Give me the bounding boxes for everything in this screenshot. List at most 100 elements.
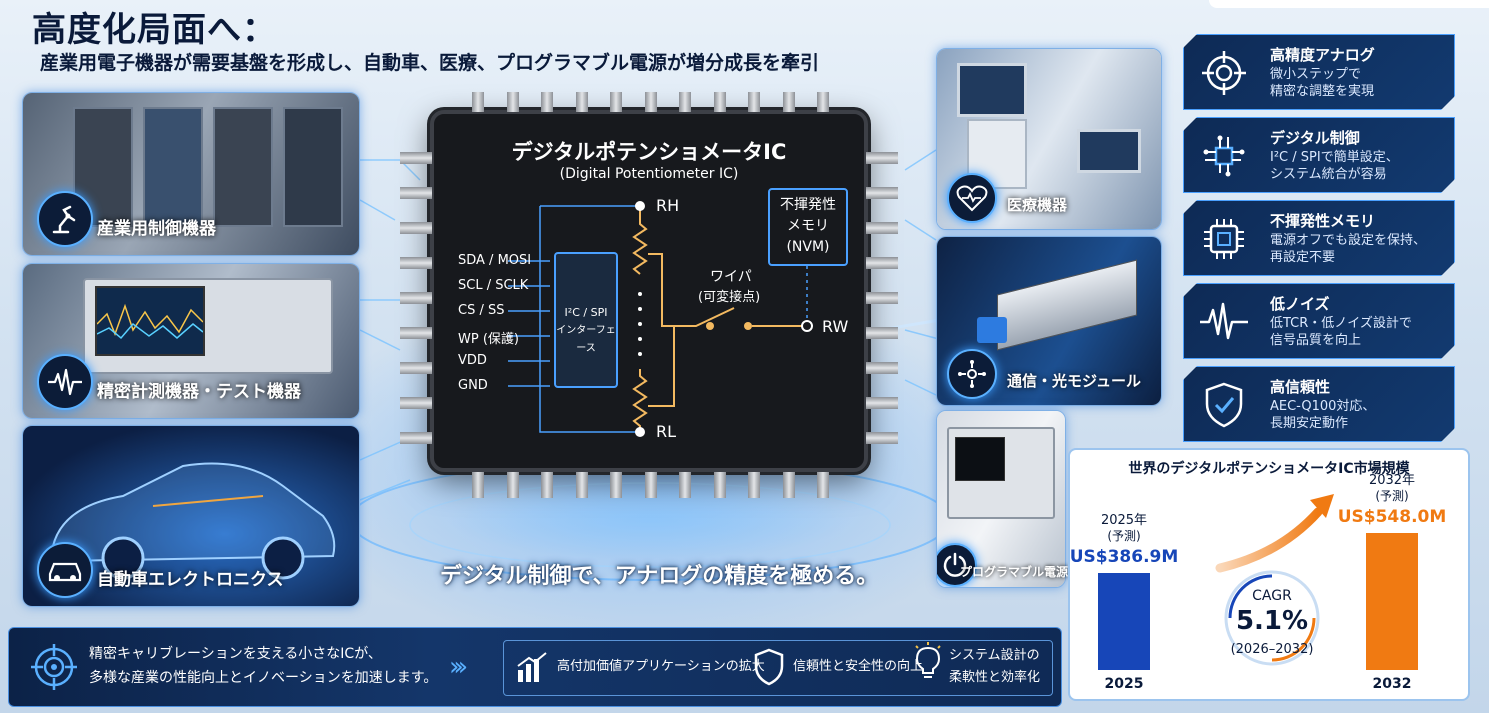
- feature-card: 低ノイズ低TCR・低ノイズ設計で信号品質を向上: [1183, 283, 1455, 359]
- growth-arrow: [1215, 494, 1334, 666]
- chip-pin: [472, 92, 484, 112]
- signal-label: CS / SS: [458, 303, 505, 318]
- industrial-cabinet-scene: [23, 93, 359, 255]
- panel-industrial-control: 産業用制御機器: [22, 92, 360, 256]
- chip-pin: [400, 222, 432, 234]
- feature-desc: 微小ステップで精密な調整を実現: [1270, 66, 1374, 100]
- chip-pin: [400, 152, 432, 164]
- signal-label: WP (保護): [458, 332, 519, 347]
- nvm-block: 不揮発性 メモリ (NVM): [768, 188, 848, 266]
- chip-pin: [506, 472, 519, 498]
- chip-pin: [472, 472, 484, 498]
- page-title: 高度化局面へ：: [32, 10, 277, 50]
- bottom-banner: 精密キャリブレーションを支える小さなICが、 多様な産業の性能向上とイノベーショ…: [8, 627, 1062, 707]
- bar-note: (予測): [1107, 529, 1141, 544]
- chip-pin: [400, 397, 432, 409]
- panel-automotive: 自動車エレクトロニクス: [22, 425, 360, 607]
- signal-label: VDD: [458, 353, 487, 368]
- panel-label: 医療機器: [1007, 196, 1068, 214]
- network-icon: [947, 349, 997, 399]
- bar-value-label: US$386.9M: [1069, 547, 1179, 568]
- chip-pin: [866, 327, 898, 339]
- nvm-line3: (NVM): [786, 239, 830, 255]
- chip-pin: [866, 292, 898, 304]
- bar-axis-label: 2025: [1104, 676, 1144, 692]
- signal-label: SCL / SCLK: [458, 278, 529, 293]
- panel-optical: 通信・光モジュール: [936, 236, 1162, 406]
- chip-pin: [400, 292, 432, 304]
- panel-label: 通信・光モジュール: [1007, 372, 1141, 390]
- feature-desc-line1: 低TCR・低ノイズ設計で: [1270, 316, 1412, 331]
- chip-pin: [400, 362, 432, 374]
- chip-icon: [1198, 213, 1250, 265]
- chip-pin: [866, 362, 898, 374]
- panel-label: 産業用制御機器: [97, 219, 216, 239]
- chip-circuit: [508, 201, 813, 437]
- panel-power-supply: [936, 410, 1066, 588]
- wiper-label: ワイパ: [710, 269, 752, 285]
- bottom-line1: 精密キャリブレーションを支える小さなICが、: [89, 646, 382, 662]
- panel-label: プログラマブル電源: [960, 565, 1069, 579]
- bar-chart-icon: [515, 650, 549, 688]
- feature-desc-line2: 長期安定動作: [1270, 416, 1349, 431]
- panel-medical: 医療機器: [936, 48, 1162, 230]
- rh-label: RH: [656, 196, 680, 215]
- bottom-highlight-box: [503, 640, 1053, 696]
- feature-card: 高精度アナログ微小ステップで精密な調整を実現: [1183, 34, 1455, 110]
- target-icon: [29, 642, 79, 692]
- signal-label: GND: [458, 378, 488, 393]
- feature-title: 高信頼性: [1270, 378, 1331, 396]
- chip-pin: [400, 257, 432, 269]
- waveform-icon: [1198, 296, 1250, 348]
- chip-pin: [782, 472, 795, 498]
- bar-year-label: 2032年: [1368, 473, 1416, 489]
- bottom-line2: 多様な産業の性能向上とイノベーションを加速します。: [89, 670, 438, 686]
- feature-title: デジタル制御: [1270, 129, 1360, 147]
- chip-subtitle: (Digital Potentiometer IC): [559, 166, 739, 182]
- interface-line2: インターフェース: [556, 325, 616, 354]
- rw-label: RW: [822, 317, 849, 336]
- feature-desc: 電源オフでも設定を保持、再設定不要: [1270, 232, 1426, 266]
- chip-title: デジタルポテンショメータIC: [511, 140, 787, 164]
- chip-pin: [866, 432, 898, 444]
- chip-pin: [644, 92, 657, 112]
- lightbulb-icon: [913, 642, 943, 686]
- interface-line1: I²C / SPI: [564, 306, 608, 319]
- chip-pin: [713, 92, 726, 112]
- panel-label: 自動車エレクトロニクス: [97, 570, 284, 590]
- chip-pin: [644, 472, 657, 498]
- feature-desc-line1: 電源オフでも設定を保持、: [1270, 233, 1427, 248]
- feature-desc-line2: 信号品質を向上: [1270, 333, 1362, 348]
- signal-label: SDA / MOSI: [458, 253, 532, 268]
- cagr-label: CAGR: [1252, 588, 1292, 604]
- shield-icon: [753, 648, 785, 690]
- heart-pulse-icon: [947, 173, 997, 223]
- bar-year-label: 2025年: [1100, 513, 1148, 529]
- feature-title: 低ノイズ: [1270, 295, 1330, 313]
- feature-desc-line2: システム統合が容易: [1270, 167, 1387, 182]
- panel-label: 精密計測機器・テスト機器: [97, 382, 301, 402]
- chip-pin: [541, 92, 553, 112]
- chip-pin: [610, 92, 622, 112]
- interface-block: I²C / SPI インターフェース: [554, 252, 618, 388]
- bottom-item2: 信頼性と安全性の向上: [793, 659, 924, 674]
- wiper-sub-label: (可変接点): [698, 290, 761, 305]
- waveform-icon: [37, 354, 93, 410]
- tagline: デジタル制御で、アナログの精度を極める。: [440, 564, 879, 589]
- chip-pin: [400, 327, 432, 339]
- chip-pin: [575, 92, 588, 112]
- circuit-icon: [1198, 130, 1250, 182]
- bottom-item3-line2: 柔軟性と効率化: [949, 670, 1041, 685]
- panel-measurement: 精密計測機器・テスト機器: [22, 263, 360, 419]
- robot-arm-icon: [37, 191, 93, 247]
- market-bar: [1098, 573, 1150, 670]
- shield-check-icon: [1198, 379, 1250, 431]
- feature-desc-line2: 再設定不要: [1270, 250, 1336, 265]
- chip-pin: [679, 472, 691, 498]
- chip-pin: [748, 92, 760, 112]
- chip-pin: [817, 472, 829, 498]
- chevron-right-icon: ›››: [449, 652, 468, 682]
